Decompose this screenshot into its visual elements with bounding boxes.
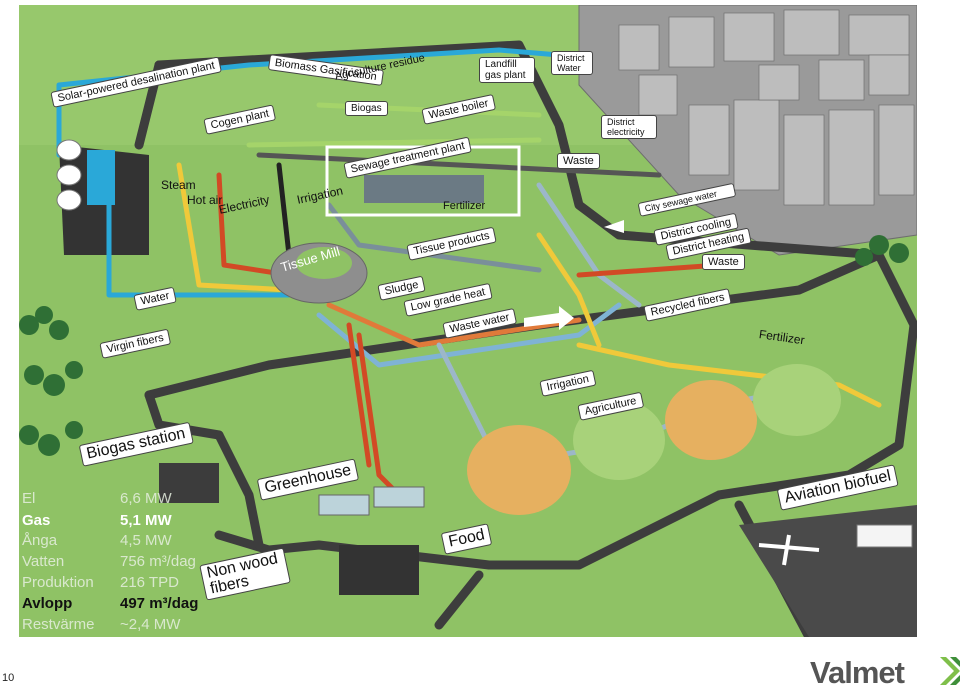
valmet-mark-icon [940, 657, 960, 685]
label-fertilizer-top: Fertilizer [443, 200, 486, 212]
tissue-mill-building [270, 242, 368, 304]
stat-row-restvarme: Restvärme~2,4 MW [22, 616, 181, 633]
label-landfill-gas-plant: Landfill gas plant [479, 57, 535, 83]
page-number: 10 [2, 672, 15, 684]
label-district-water: District Water [551, 51, 593, 75]
eco-industrial-park-diagram: Solar-powered desalination plant Biomass… [19, 5, 917, 637]
label-steam: Steam [161, 178, 196, 192]
label-waste: Waste [557, 153, 600, 169]
brand-name: Valmet [810, 655, 905, 690]
label-district-electricity: District electricity [601, 115, 657, 139]
label-waste-right: Waste [702, 254, 745, 270]
agriculture-fields [467, 364, 841, 515]
label-hot-air: Hot air [187, 193, 223, 207]
label-biogas: Biogas [345, 101, 388, 116]
